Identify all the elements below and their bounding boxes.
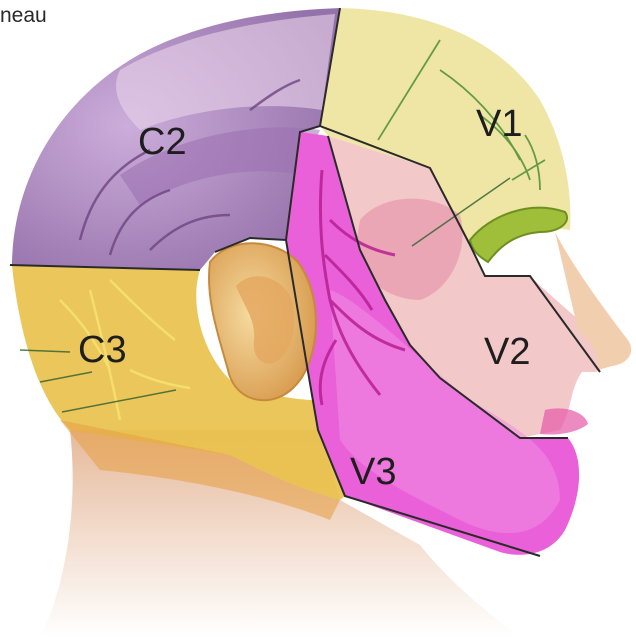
corner-text: neau bbox=[0, 4, 47, 28]
label-v3: V3 bbox=[350, 451, 396, 493]
label-v2: V2 bbox=[484, 331, 530, 373]
label-c2: C2 bbox=[138, 121, 187, 163]
lips bbox=[540, 408, 588, 434]
label-v1: V1 bbox=[476, 103, 522, 145]
label-c3: C3 bbox=[78, 329, 127, 371]
